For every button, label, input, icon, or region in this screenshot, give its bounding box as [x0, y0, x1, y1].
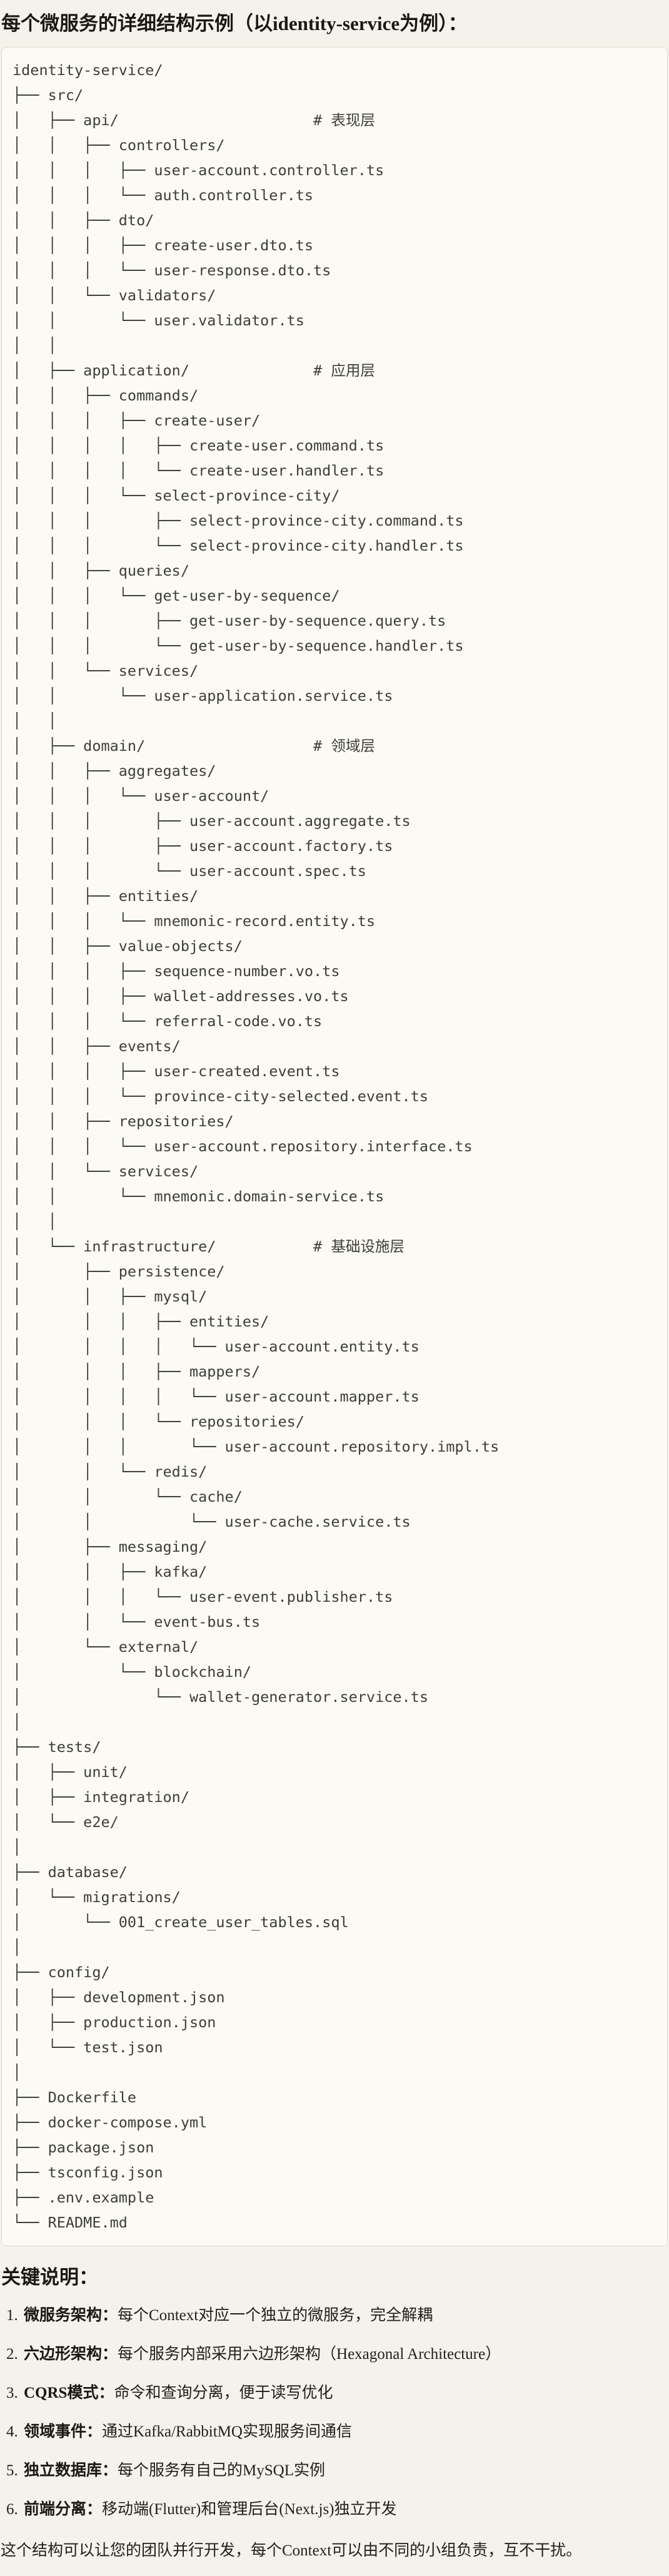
- page-title: 每个微服务的详细结构示例（以identity-service为例）：: [1, 13, 468, 34]
- closing-paragraph: 这个结构可以让您的团队并行开发，每个Context可以由不同的小组负责，互不干扰…: [1, 2542, 582, 2559]
- note-text: 命令和查询分离，便于读写优化: [114, 2385, 333, 2401]
- note-item-3: 3. CQRS模式：命令和查询分离，便于读写优化: [0, 2374, 669, 2413]
- note-body: 领域事件：通过Kafka/RabbitMQ实现服务间通信: [24, 2420, 669, 2444]
- code-block: identity-service/ ├── src/ │ ├── api/ # …: [1, 47, 668, 2246]
- note-label: 微服务架构：: [24, 2307, 118, 2324]
- note-text: 每个Context对应一个独立的微服务，完全解耦: [118, 2307, 433, 2324]
- note-label: 领域事件：: [24, 2423, 103, 2440]
- note-body: 独立数据库：每个服务有自己的MySQL实例: [24, 2459, 669, 2483]
- note-body: 前端分离：移动端(Flutter)和管理后台(Next.js)独立开发: [24, 2498, 669, 2522]
- note-item-1: 1. 微服务架构：每个Context对应一个独立的微服务，完全解耦: [0, 2296, 669, 2335]
- note-label: 前端分离：: [24, 2501, 103, 2518]
- note-number: 4.: [6, 2423, 18, 2440]
- note-body: CQRS模式：命令和查询分离，便于读写优化: [24, 2381, 669, 2405]
- note-item-6: 6. 前端分离：移动端(Flutter)和管理后台(Next.js)独立开发: [0, 2490, 669, 2529]
- note-text: 移动端(Flutter)和管理后台(Next.js)独立开发: [102, 2501, 397, 2518]
- note-item-4: 4. 领域事件：通过Kafka/RabbitMQ实现服务间通信: [0, 2413, 669, 2451]
- note-number: 3.: [6, 2385, 18, 2401]
- note-text: 每个服务内部采用六边形架构（Hexagonal Architecture）: [118, 2346, 501, 2363]
- note-item-2: 2. 六边形架构：每个服务内部采用六边形架构（Hexagonal Archite…: [0, 2335, 669, 2374]
- note-number: 2.: [6, 2346, 18, 2363]
- note-number: 6.: [6, 2501, 18, 2518]
- notes-heading: 关键说明：: [1, 2266, 98, 2288]
- note-body: 六边形架构：每个服务内部采用六边形架构（Hexagonal Architectu…: [24, 2343, 669, 2366]
- note-text: 每个服务有自己的MySQL实例: [118, 2462, 325, 2479]
- note-number: 5.: [6, 2462, 18, 2479]
- directory-tree-text: identity-service/ ├── src/ │ ├── api/ # …: [13, 61, 500, 2231]
- note-label: 独立数据库：: [24, 2462, 118, 2479]
- note-text: 通过Kafka/RabbitMQ实现服务间通信: [102, 2423, 352, 2440]
- note-number: 1.: [6, 2307, 18, 2324]
- note-body: 微服务架构：每个Context对应一个独立的微服务，完全解耦: [24, 2304, 669, 2328]
- note-item-5: 5. 独立数据库：每个服务有自己的MySQL实例: [0, 2451, 669, 2490]
- note-label: CQRS模式：: [24, 2385, 114, 2401]
- note-label: 六边形架构：: [24, 2346, 118, 2363]
